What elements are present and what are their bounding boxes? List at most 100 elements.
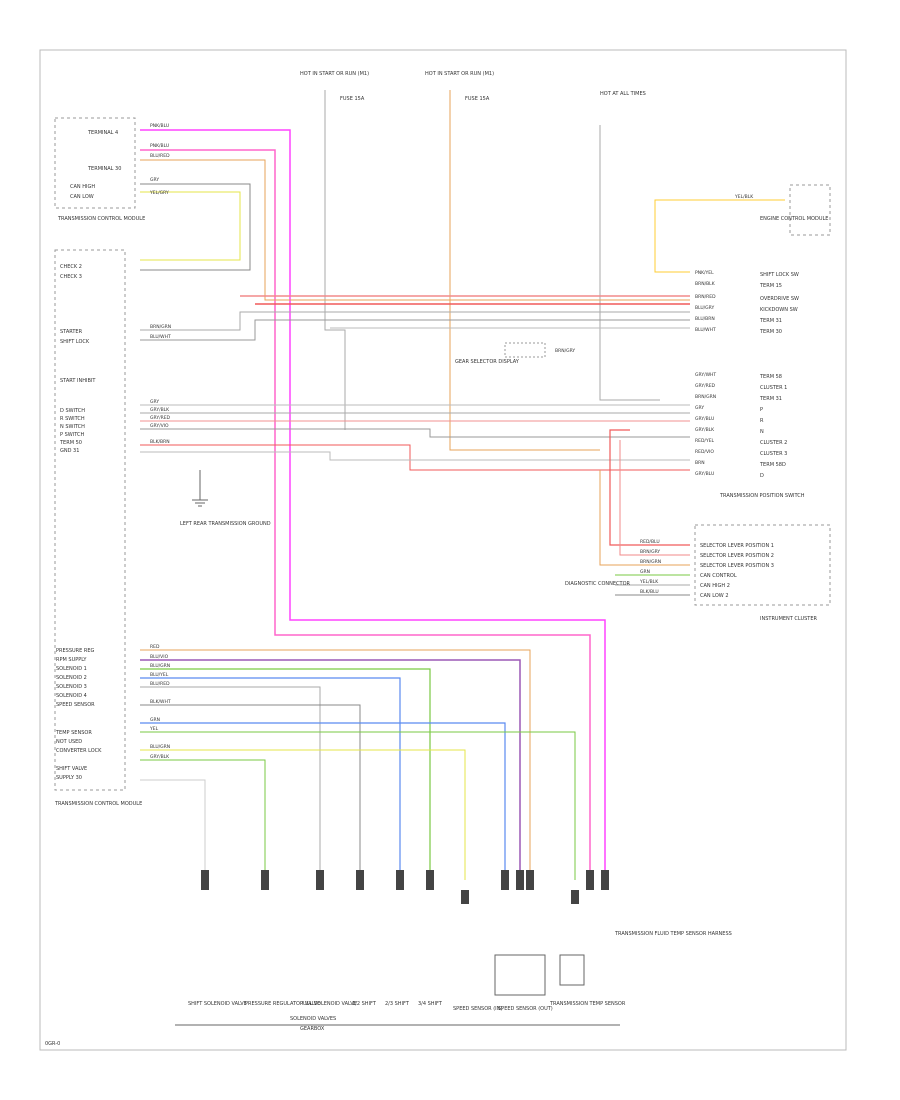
row-low-label-3: GRY/RED <box>150 415 171 421</box>
tcu-low-pin-6: GND 31 <box>60 448 79 454</box>
right-pin-mid-2: CLUSTER 1 <box>760 385 787 391</box>
bot-wire-2 <box>140 659 521 880</box>
bot-wire-label-6: BLK/WHT <box>150 699 171 705</box>
right-wire-top-5: BLU/BRN <box>695 316 715 322</box>
right-pin-mid-5: R <box>760 418 764 424</box>
bot-wire-4 <box>140 677 401 880</box>
right-pin-mid-8: CLUSTER 3 <box>760 451 787 457</box>
bot-wire-9 <box>140 749 466 880</box>
tcu-top-pin-5: CAN LOW <box>70 194 94 200</box>
tcu-bot-pin-11: SHIFT VALVE <box>56 766 87 772</box>
row-low-6 <box>140 451 690 461</box>
bot-wire-1 <box>140 649 531 880</box>
bot-wire-5 <box>140 686 321 880</box>
gear-display-connector <box>504 342 546 358</box>
tcu-low-pin-1: D SWITCH <box>60 408 85 414</box>
ground-icon <box>192 499 208 507</box>
right-wire-top-4: BLU/GRY <box>695 305 715 311</box>
tcu-low-pin-4: P SWITCH <box>60 432 84 438</box>
sensor-rpm2: SPEED SENSOR (OUT) <box>498 1006 553 1012</box>
sensor-pull-sol: PULL SOLENOID VALVE <box>300 1001 357 1007</box>
tcu-bot-pin-7: SPEED SENSOR <box>56 702 95 708</box>
bot-wire-11 <box>140 779 206 880</box>
ground-label: LEFT REAR TRANSMISSION GROUND <box>180 521 271 527</box>
row-low-4 <box>140 428 690 438</box>
wire-label-top-2: PNK/BLU <box>150 143 169 149</box>
tcu-bot-pin-6: SOLENOID 4 <box>56 693 87 699</box>
tcu-bot-pin-12: SUPPLY 30 <box>56 775 82 781</box>
tcu-bot-pin-10: CONVERTER LOCK <box>56 748 102 754</box>
right-wire-mid-9: BRN <box>695 460 705 466</box>
tcu-top-pin-1: TERMINAL 4 <box>87 130 118 136</box>
row-low-label-1: GRY <box>150 399 159 405</box>
right-wire-mid-2: GRY/RED <box>695 383 716 389</box>
tcu-bot-pin-2: RPM SUPPLY <box>56 657 87 663</box>
sensor-s2: 2/3 SHIFT <box>385 1001 410 1007</box>
right-pin-top-2: TERM 15 <box>759 283 782 289</box>
cluster-wire-label-2: BRN/GRY <box>640 549 660 555</box>
wire-pnk-blu-1 <box>140 129 606 880</box>
right-wire-top-1: PNK/YEL <box>695 270 714 276</box>
right-wire-mid-3: BRN/GRN <box>695 394 716 400</box>
footer-code: 0GR-0 <box>45 1041 60 1047</box>
tcu-main-label: TRANSMISSION CONTROL MODULE <box>54 801 142 807</box>
right-wire-top-6: BLU/WHT <box>695 327 716 333</box>
bottom-connectors <box>201 870 609 904</box>
cluster-wire-label-3: BRN/GRN <box>640 559 661 565</box>
cluster-label: INSTRUMENT CLUSTER <box>760 616 818 622</box>
tcu-top-pin-3: TERMINAL 30 <box>87 166 121 172</box>
top-circuit-3-wire <box>599 125 660 401</box>
cluster-pin-3: SELECTOR LEVER POSITION 3 <box>700 563 774 569</box>
sensor-shift-solenoid: SHIFT SOLENOID VALVE <box>188 1001 247 1007</box>
sensor-pressure-reg: PRESSURE REGULATOR VALVE <box>245 1001 320 1007</box>
right-pin-mid-6: N <box>760 429 764 435</box>
tcu-mid-pin-1: CHECK 2 <box>60 264 82 270</box>
tcu-bot-pin-5: SOLENOID 3 <box>56 684 87 690</box>
bot-wire-label-1: RED <box>150 644 160 650</box>
cluster-pin-2: SELECTOR LEVER POSITION 2 <box>700 553 774 559</box>
right-wire-mid-8: RED/VIO <box>695 449 714 455</box>
right-wire-mid-7: RED/YEL <box>695 438 715 444</box>
bot-wire-8 <box>140 731 576 880</box>
wire-pnk-blu-2 <box>140 149 591 880</box>
cluster-pin-4: CAN CONTROL <box>700 573 737 579</box>
cluster-wire-label-5: YEL/BLK <box>639 579 659 585</box>
right-pin-top-1: SHIFT LOCK SW <box>760 272 799 278</box>
gearbox-label: GEARBOX <box>300 1026 325 1032</box>
switch-label: TRANSMISSION POSITION SWITCH <box>719 493 805 499</box>
right-pin-top-4: KICKDOWN SW <box>760 307 798 313</box>
wire-label-mid-1: BRN/GRN <box>150 324 171 330</box>
right-pin-top-6: TERM 30 <box>759 329 782 335</box>
gear-display-label: GEAR SELECTOR DISPLAY <box>455 359 520 365</box>
tcu-mid-pin-2: CHECK 3 <box>60 274 82 280</box>
bundle-gry-1 <box>140 311 690 331</box>
bot-wire-label-9: BLU/GRN <box>150 744 170 750</box>
tcu-mid-pin-4: STARTER <box>60 329 83 335</box>
tcu-low-pin-5: TERM 50 <box>59 440 82 446</box>
right-wire-mid-4: GRY <box>695 405 704 411</box>
tcu-top-label: TRANSMISSION CONTROL MODULE <box>57 216 145 222</box>
wire-label-top-1: PNK/BLU <box>150 123 169 129</box>
top-circuit-3-label: HOT AT ALL TIMES <box>600 91 646 97</box>
ecu-block <box>789 184 831 236</box>
tcu-low-pin-3: N SWITCH <box>60 424 85 430</box>
bot-wire-label-2: BLU/VIO <box>150 654 169 660</box>
right-pin-mid-3: TERM 31 <box>759 396 782 402</box>
wire-label-mid-2: BLU/WHT <box>150 334 171 340</box>
tcu-mid-pin-5: SHIFT LOCK <box>60 339 90 345</box>
cluster-block <box>694 524 831 606</box>
right-pin-mid-10: D <box>760 473 764 479</box>
right-wire-mid-6: GRY/BLK <box>695 427 715 433</box>
right-pin-mid-9: TERM 58D <box>759 462 786 468</box>
ecu-pin-label: YEL/BLK <box>734 194 754 200</box>
cluster-wire-3 <box>599 470 690 566</box>
cluster-wire-1 <box>609 429 690 546</box>
bot-wire-3 <box>140 668 431 880</box>
sensor-s3: 3/4 SHIFT <box>418 1001 443 1007</box>
tcu-top-pin-4: CAN HIGH <box>70 184 95 190</box>
bot-wire-10 <box>140 759 266 880</box>
tcu-bot-pin-1: PRESSURE REG <box>56 648 95 654</box>
top-circuit-1-wire <box>324 90 346 430</box>
tcu-bot-pin-3: SOLENOID 1 <box>56 666 87 672</box>
ecu-wire <box>654 199 785 273</box>
